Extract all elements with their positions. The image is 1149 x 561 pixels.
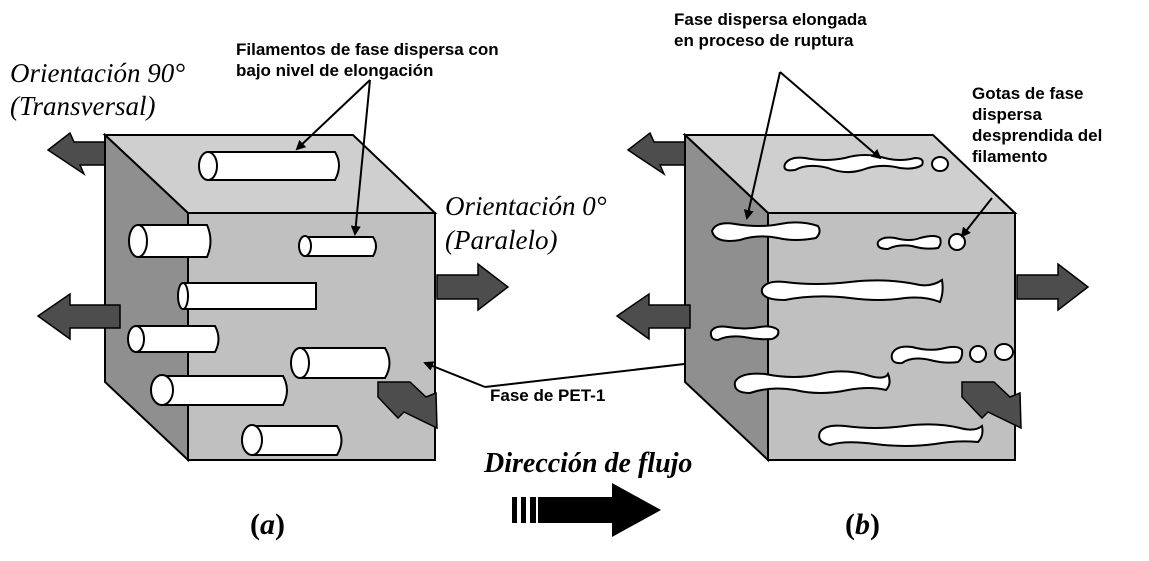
callout-filament-mid: [350, 79, 371, 236]
arrow-left-b: [615, 292, 691, 341]
drops-label-line2: dispersa: [972, 105, 1042, 124]
elongated-filament: [890, 345, 964, 365]
filament: [241, 424, 343, 456]
filaments-label-line1: Filamentos de fase dispersa con: [236, 40, 499, 59]
elongated-label-line2: en proceso de ruptura: [674, 31, 854, 50]
elongated-filament: [818, 423, 984, 447]
filament: [150, 374, 288, 406]
elongated-filament: [783, 154, 924, 174]
pet-phase-label: Fase de PET-1: [490, 386, 606, 405]
elongated-label-line1: Fase dispersa elongada: [674, 10, 867, 29]
flow-direction-arrow: [512, 483, 661, 537]
dispersed-drop: [948, 233, 966, 251]
callout-pet-b: [484, 358, 695, 388]
arrow-right-b: [1016, 262, 1090, 312]
arrow-front-a: [377, 381, 438, 430]
elongated-filament: [760, 278, 944, 304]
orientation-0-label: Orientación 0°: [445, 191, 607, 221]
orientation-90-label: Orientación 90°: [10, 58, 186, 88]
elongated-filament: [710, 221, 821, 242]
elongated-filament: [733, 370, 891, 395]
caption-a-letter: a: [260, 508, 275, 541]
callout-pet-a: [423, 361, 486, 388]
caption-b-letter: b: [855, 508, 870, 541]
orientation-0-sub: (Paralelo): [445, 225, 558, 255]
drops-label-line1: Gotas de fase: [972, 84, 1084, 103]
elongated-filament: [709, 325, 780, 342]
filament: [177, 282, 317, 310]
drops-label-line3: desprendida del: [972, 126, 1103, 145]
caption-a: (a): [250, 508, 285, 541]
callout-elongated-left: [743, 71, 781, 220]
filament: [298, 235, 377, 257]
cube-b: [615, 131, 1090, 463]
elongated-filament: [876, 235, 942, 251]
arrow-front-b: [961, 381, 1022, 430]
arrow-back-b: [626, 131, 691, 177]
filament: [290, 347, 391, 379]
drops-label-line4: filamento: [972, 147, 1048, 166]
cube-b-front: [767, 212, 1016, 461]
caption-b: (b): [845, 508, 880, 541]
filament: [128, 224, 212, 258]
arrow-back-a: [46, 131, 113, 177]
arrow-right-a: [436, 262, 510, 312]
filament: [198, 151, 340, 181]
flow-direction-label: Dirección de flujo: [484, 448, 693, 479]
dispersed-drop: [969, 345, 987, 363]
cube-a: [36, 131, 510, 463]
filaments-label-line2: bajo nivel de elongación: [236, 61, 434, 80]
dispersed-drop: [931, 156, 949, 172]
orientation-90-sub: (Transversal): [10, 91, 156, 121]
dispersed-drop: [994, 343, 1014, 361]
arrow-left-a: [36, 292, 121, 341]
callout-filament-top: [295, 79, 371, 151]
callout-drops: [960, 197, 993, 238]
filament: [127, 325, 220, 353]
callout-elongated-top: [779, 71, 882, 160]
